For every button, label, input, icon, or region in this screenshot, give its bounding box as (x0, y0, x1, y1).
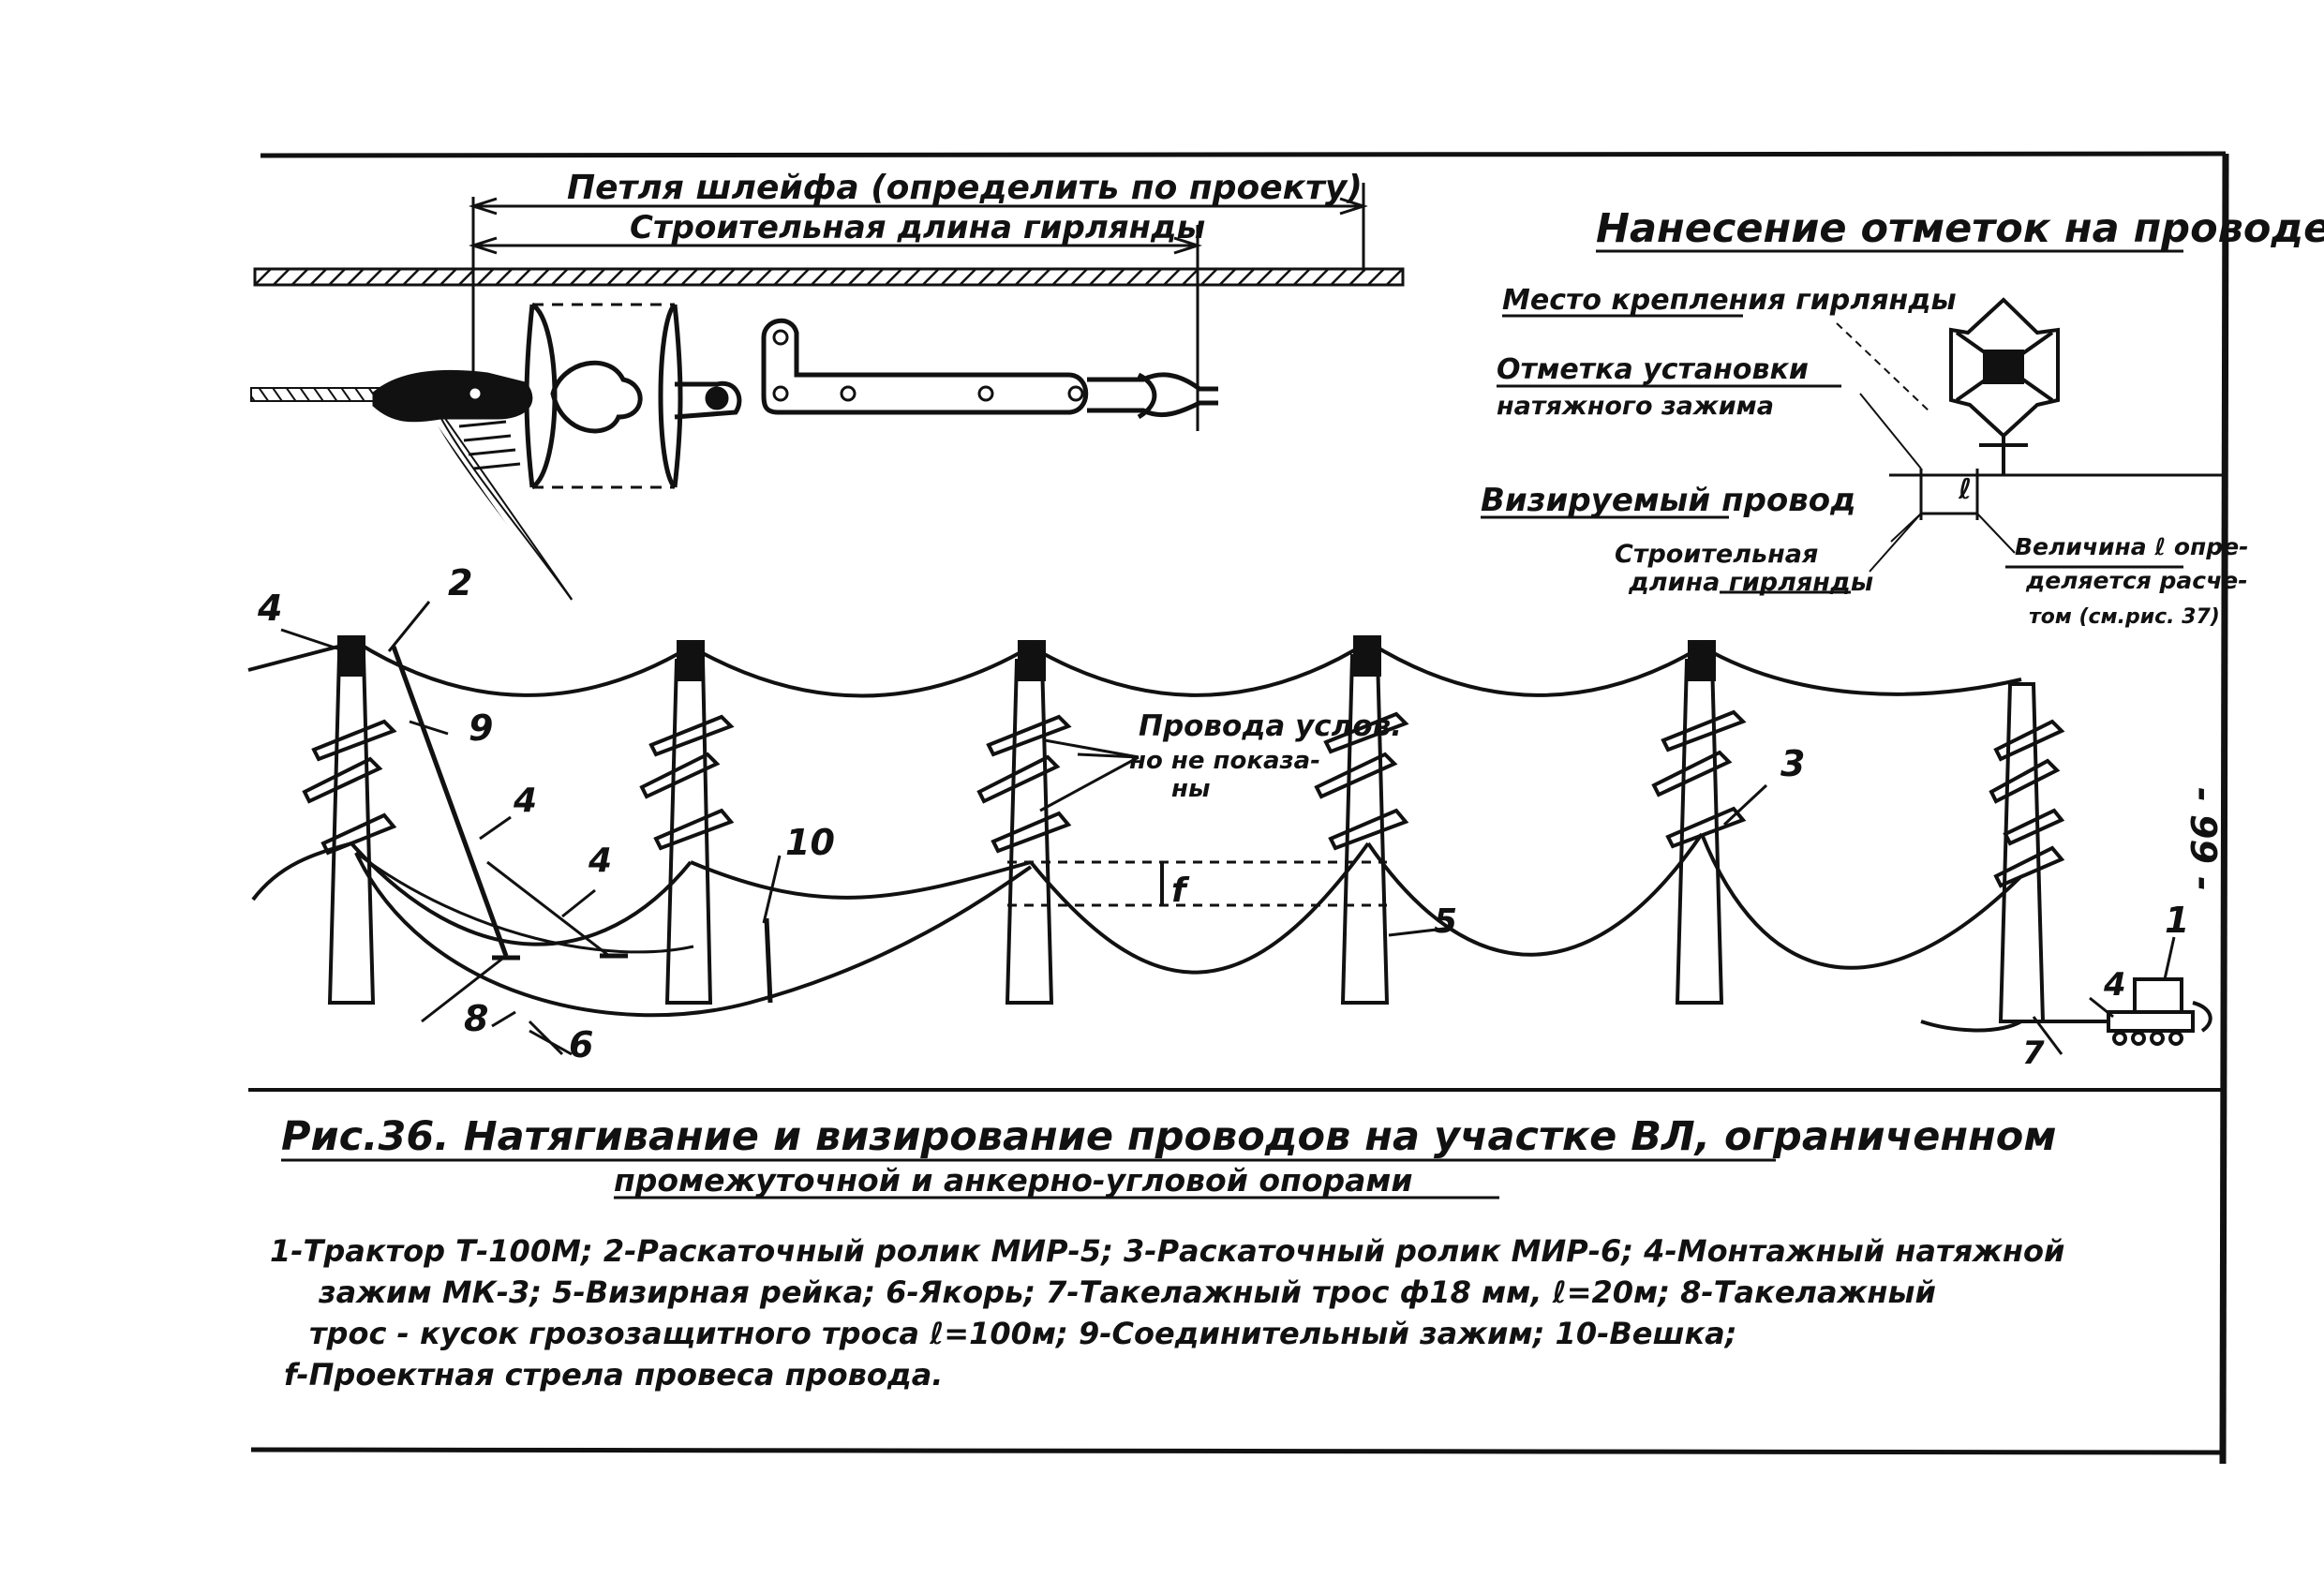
legend-line3: трос - кусок грозозащитного троса ℓ=100м… (309, 1316, 1737, 1351)
build-length-line2: длина гирлянды (1628, 568, 1873, 597)
yoke-plate (761, 318, 1089, 415)
callout-8: 9 (469, 708, 493, 749)
c-value-line3: том (см.рис. 37) (2029, 605, 2220, 629)
c-value-line2: деляется расче- (2025, 567, 2248, 594)
rigging-rope-8 (391, 646, 509, 957)
tractor (2107, 977, 2212, 1046)
page-number: - 99 - (2182, 787, 2224, 891)
callout-7: 8 (464, 998, 488, 1039)
figure-caption-line1: Рис.36. Натягивание и визирование провод… (281, 1113, 2057, 1160)
marking-detail (1481, 249, 2223, 594)
callout-9: 10 (785, 822, 835, 863)
sheet-frame (248, 151, 2229, 1465)
dim-outer-label: Петля шлейфа (определить по проекту) (567, 169, 1363, 207)
callout-5: 5 (1434, 902, 1457, 941)
wire-to-tractor (251, 842, 2108, 1033)
callout-1: 1 (2165, 900, 2189, 941)
legend-line2: зажим МК-3; 5-Визирная рейка; 6-Якорь; 7… (319, 1274, 1936, 1310)
line-section (247, 601, 2212, 1056)
sighted-wire-span-2 (690, 860, 1032, 900)
callout-4-right: 4 (2103, 966, 2126, 1004)
ground-wire (247, 639, 2022, 698)
tension-string-detail (250, 183, 1405, 604)
sighted-wire-span-4 (1366, 832, 1704, 957)
mount-place-label: Место крепления гирлянды (1502, 284, 1957, 317)
wires-note-line3: ны (1171, 775, 1210, 803)
c-value-line1: Величина ℓ опре- (2015, 533, 2249, 560)
callout-4-mid: 4 (513, 782, 537, 820)
tower-6-anchor (1989, 682, 2065, 1023)
sighted-wire-span-3 (1029, 842, 1370, 975)
string-symbol (1949, 297, 2060, 475)
sag-label: f (1171, 871, 1190, 910)
legend-line4: f-Проектная стрела провеса провода. (284, 1357, 944, 1393)
caption-underlines (281, 1158, 1776, 1199)
mark-label-line1: Отметка установки (1497, 353, 1809, 386)
marking-title: Нанесение отметок на проводе (1596, 205, 2324, 252)
callout-2: 2 (448, 562, 472, 603)
tower-4 (1314, 635, 1409, 1005)
tower-2 (639, 640, 735, 1005)
conductor-rope (250, 387, 383, 402)
wires-note-line1: Провода услов. (1139, 709, 1402, 743)
sighted-wire-span-5 (1700, 833, 2023, 970)
mark-label-line2: натяжного зажима (1497, 392, 1774, 421)
build-length-line1: Строительная (1615, 540, 1818, 569)
callout-4-left: 4 (257, 588, 282, 629)
tower-3 (976, 640, 1072, 1005)
pulling-rope (354, 852, 1033, 1018)
tower-1 (302, 635, 397, 1005)
c-letter: ℓ (1958, 473, 1972, 506)
sighted-wire-span-1 (350, 842, 693, 946)
callout-3: 3 (1780, 743, 1805, 784)
wires-note-line2: но не показа- (1129, 747, 1320, 775)
legend-line1: 1-Трактор Т-100М; 2-Раскаточный ролик МИ… (270, 1233, 2065, 1269)
callout-6: 6 (569, 1024, 593, 1065)
dimension-lines (469, 183, 1368, 431)
sighted-wire-label: Визируемый провод (1481, 482, 1856, 519)
traverse-beam (253, 267, 1405, 287)
dim-inner-label: Строительная длина гирлянды (630, 209, 1205, 246)
insulator-cap (550, 360, 643, 434)
insulator-disc-right (658, 303, 678, 489)
callout-10: 7 (2022, 1035, 2045, 1072)
callout-4-low: 4 (588, 842, 612, 880)
tower-5 (1651, 640, 1747, 1005)
tension-clamp (372, 369, 533, 423)
sighting-rod (764, 917, 773, 1004)
figure-caption-line2: промежуточной и анкерно-угловой опорами (614, 1162, 1413, 1199)
